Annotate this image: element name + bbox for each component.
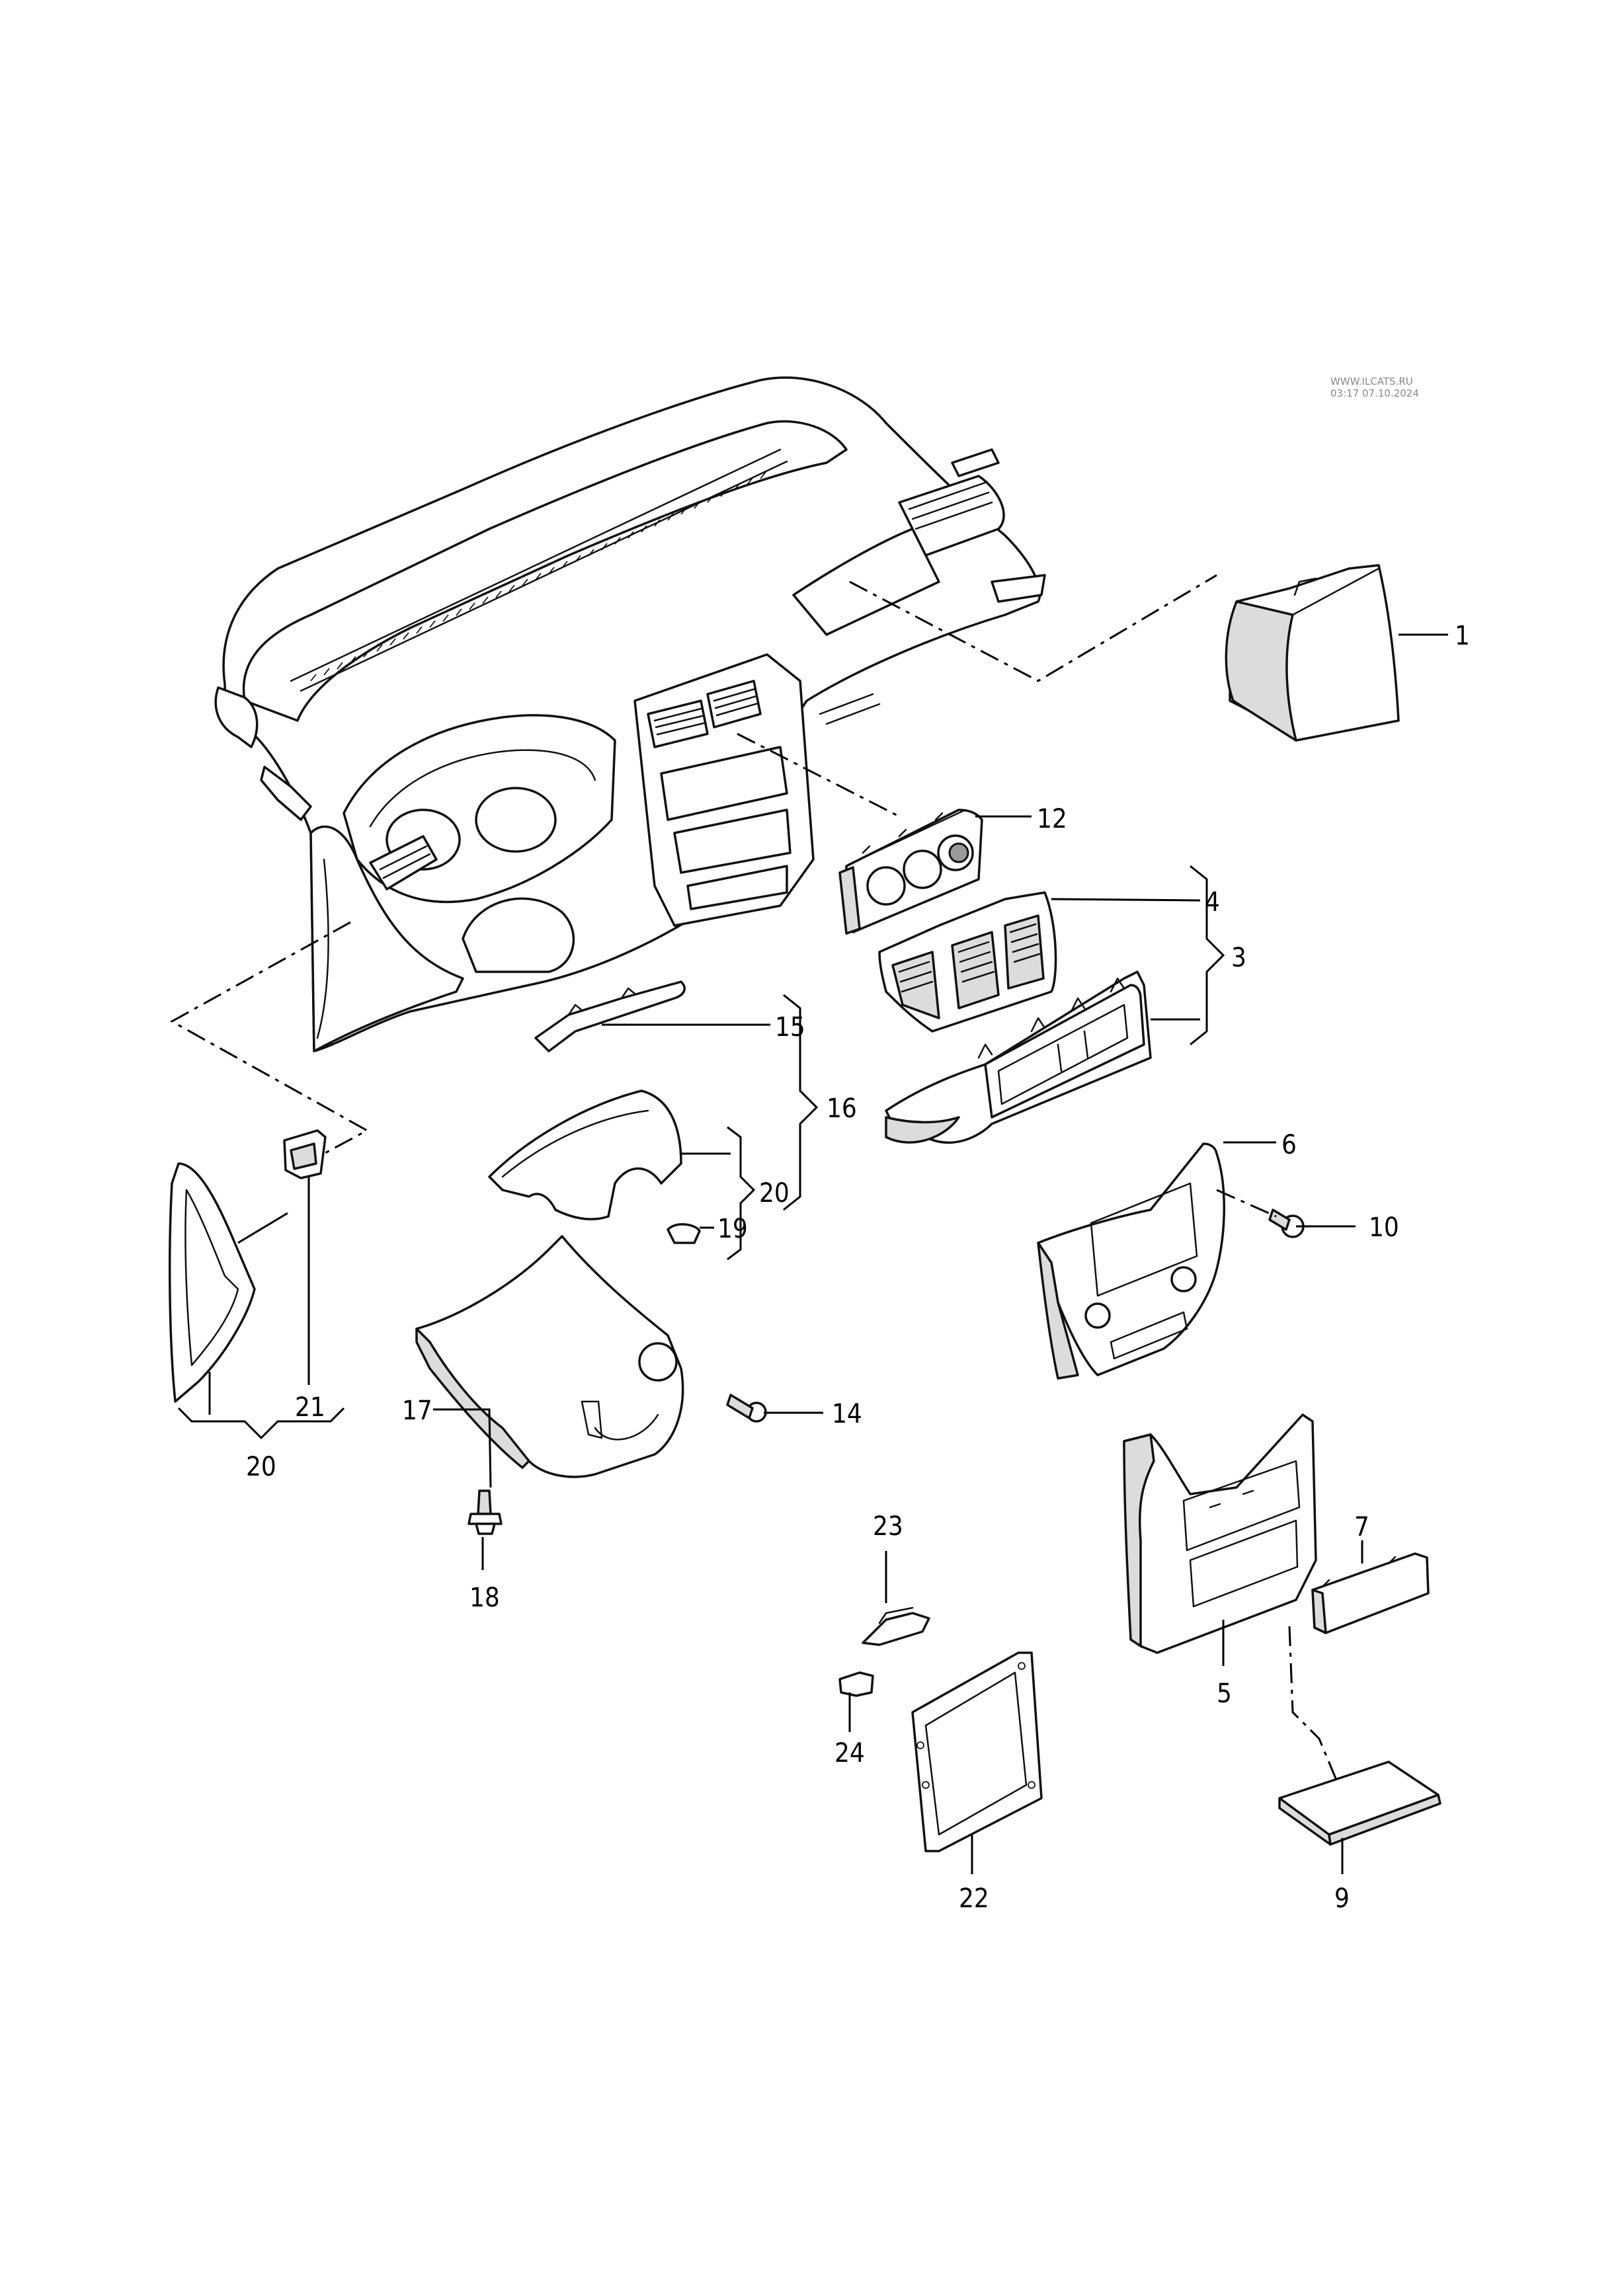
callout-24: 24 [834,1738,865,1768]
part-16-upper-column-shroud [488,1089,682,1220]
dashboard-assembly [214,376,1046,1052]
callout-7: 7 [1354,1512,1369,1542]
callout-22: 22 [959,1883,989,1914]
callout-10: 10 [1369,1212,1399,1243]
part-21-clip [283,1129,327,1179]
part-3-vent-trim-frame [885,970,1152,1144]
leader-lines [169,574,1448,1874]
part-15-trim-strip [534,980,686,1052]
callout-20-trim: 20 [246,1452,276,1482]
callout-16: 16 [827,1093,857,1124]
callout-9: 9 [1334,1883,1350,1914]
part-19-clip [667,1223,701,1244]
callout-17: 17 [402,1396,432,1426]
defrost-vent-slots [310,471,766,682]
part-1-glove-box [1225,564,1400,742]
group-brackets [177,865,1225,1440]
callout-12: 12 [1037,804,1067,834]
callout-18: 18 [469,1583,500,1613]
callout-labels: 1 3 4 5 6 7 9 10 12 14 15 16 17 18 19 20… [246,621,1470,1914]
part-23-clip [862,1606,930,1646]
part-14-screw [726,1394,767,1423]
part-20-side-end-trim [168,1162,256,1403]
part-24-clip [838,1671,874,1697]
part-17-lower-column-shroud [415,1235,684,1478]
callout-21: 21 [295,1392,325,1423]
part-7-storage-lid [1311,1552,1430,1634]
part-4-air-vents [878,891,1057,1033]
part-10-screw [1268,1208,1305,1238]
callout-19: 19 [717,1214,748,1244]
callout-5: 5 [1217,1679,1232,1709]
callout-20-shroud: 20 [759,1178,790,1208]
part-9-tray [1278,1761,1441,1846]
callout-23: 23 [873,1511,903,1542]
callout-3: 3 [1231,943,1246,973]
part-5-center-console-housing [1123,1413,1317,1654]
callout-4: 4 [1205,887,1220,918]
watermark-line-2: 03:17 07.10.2024 [1330,387,1419,399]
watermark-line-1: WWW.ILCATS.RU [1330,376,1413,387]
part-22-mounting-frame [911,1651,1043,1852]
part-18-bolt [467,1489,503,1535]
callout-15: 15 [775,1012,805,1043]
part-12-switch-panel [838,809,983,935]
callout-14: 14 [832,1399,862,1429]
callout-6: 6 [1281,1130,1297,1160]
part-6-center-trim [1037,1142,1225,1380]
callout-1: 1 [1455,621,1470,651]
